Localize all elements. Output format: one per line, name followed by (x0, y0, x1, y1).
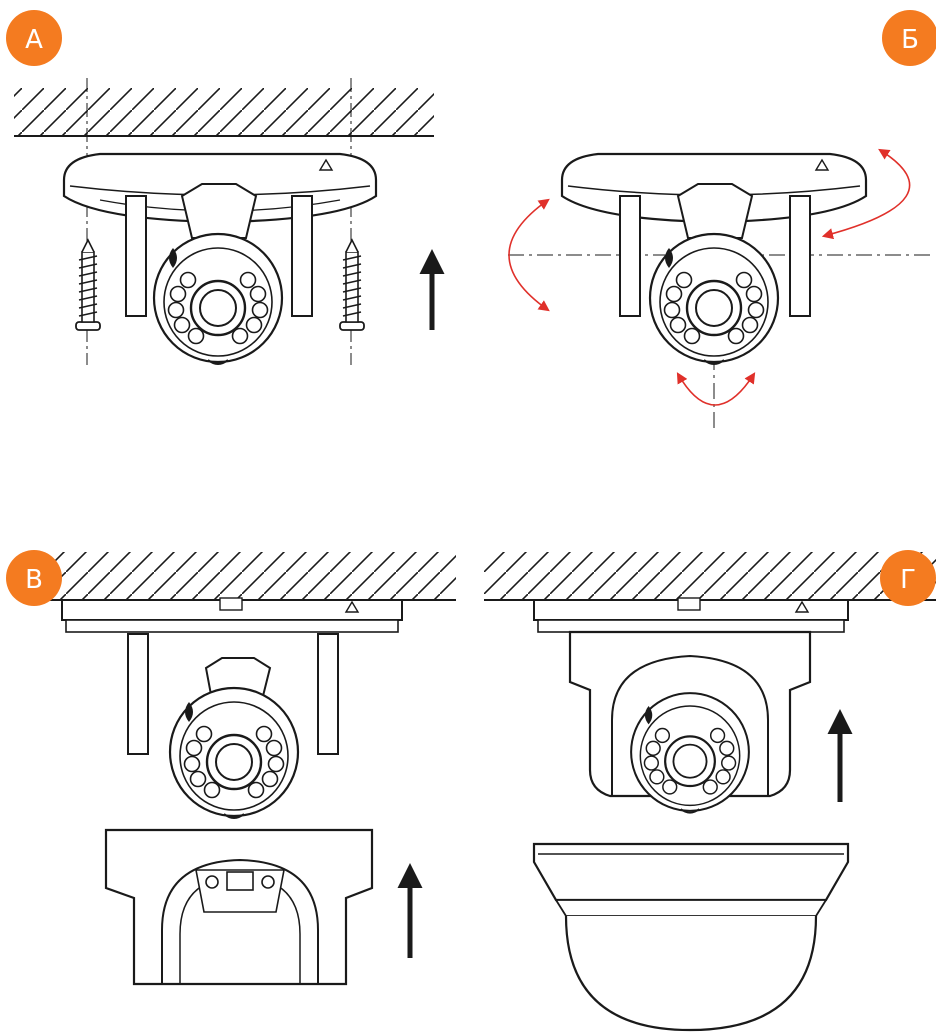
rotate-arrow-icon (676, 372, 756, 406)
badge-d: Г (880, 550, 936, 606)
ceiling-hatch-d (484, 552, 936, 600)
ceiling-hatch-c (40, 552, 456, 600)
panel-a (14, 78, 445, 366)
badge-label-b: Б (901, 25, 919, 55)
rotate-arrow-icon (821, 148, 911, 240)
badge-c: В (6, 550, 62, 606)
ceiling-hatch-a (14, 88, 434, 136)
badge-label-a: А (25, 25, 43, 55)
badge-b: Б (882, 10, 936, 66)
badge-label-d: Г (900, 565, 916, 595)
panel-c (40, 552, 456, 986)
badge-a: А (6, 10, 62, 66)
screw-icon (339, 239, 365, 331)
screw-icon (75, 239, 101, 331)
panel-d (484, 552, 936, 1032)
panel-b (508, 148, 932, 428)
badge-label-c: В (25, 565, 43, 595)
dome-cover-c (104, 828, 374, 986)
rotate-arrow-icon (508, 198, 550, 312)
dome-bubble-d (532, 842, 850, 1032)
